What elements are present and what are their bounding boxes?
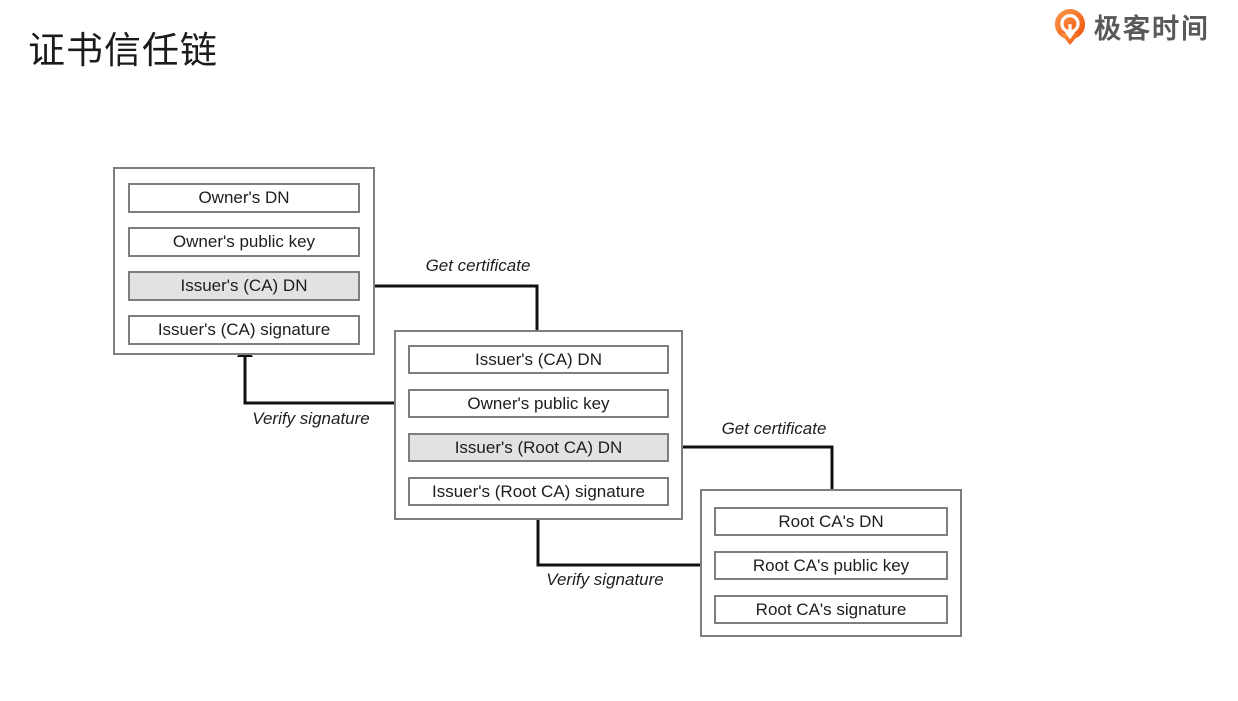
cert-field-owner-public-key: Owner's public key (408, 389, 669, 418)
cert-field-issuer-root-ca-dn: Issuer's (Root CA) DN (408, 433, 669, 462)
cert-field-issuer-ca-signature: Issuer's (CA) signature (128, 315, 360, 345)
geektime-pin-icon (1053, 8, 1087, 46)
cert-field-issuer-root-ca-signature: Issuer's (Root CA) signature (408, 477, 669, 506)
owner-certificate-box: Owner's DN Owner's public key Issuer's (… (113, 167, 375, 355)
intermediate-certificate-box: Issuer's (CA) DN Owner's public key Issu… (394, 330, 683, 520)
geektime-logo-text: 极客时间 (1094, 14, 1210, 44)
cert-field-root-ca-public-key: Root CA's public key (714, 551, 948, 580)
cert-field-root-ca-signature: Root CA's signature (714, 595, 948, 624)
page-title: 证书信任链 (28, 30, 218, 71)
verify-signature-label-2: Verify signature (546, 570, 664, 589)
get-certificate-label-1: Get certificate (425, 256, 531, 275)
cert-field-root-ca-dn: Root CA's DN (714, 507, 948, 536)
verify-signature-label-1: Verify signature (252, 409, 370, 428)
cert-field-issuer-ca-dn: Issuer's (CA) DN (128, 271, 360, 301)
cert-field-owner-public-key: Owner's public key (128, 227, 360, 257)
root-certificate-box: Root CA's DN Root CA's public key Root C… (700, 489, 962, 637)
cert-field-issuer-ca-dn: Issuer's (CA) DN (408, 345, 669, 374)
geektime-logo: 极客时间 (1053, 7, 1210, 46)
get-certificate-label-2: Get certificate (721, 419, 827, 438)
cert-field-owner-dn: Owner's DN (128, 183, 360, 213)
